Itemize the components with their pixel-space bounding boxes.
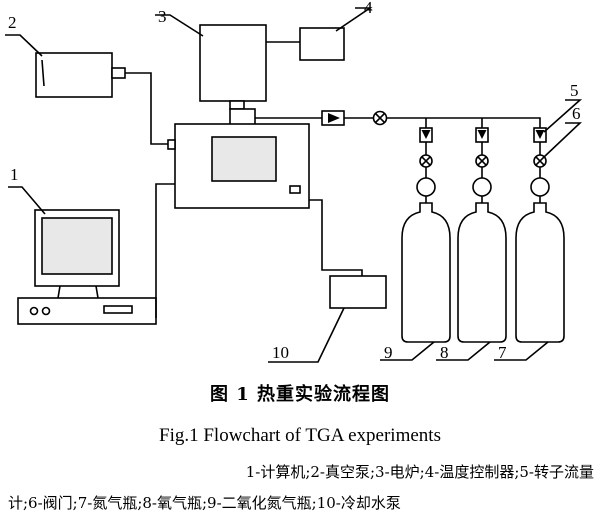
- computer-drive-slot: [103, 305, 133, 314]
- vacuum-pump-outlet: [111, 67, 126, 79]
- computer-base: [17, 297, 157, 325]
- manifold-flowmeter: [321, 110, 345, 126]
- vacuum-pump: [35, 52, 126, 98]
- caption-title-cn: 图 1 热重实验流程图: [209, 384, 391, 405]
- label-9: 9: [384, 343, 393, 362]
- furnace-connector: [229, 108, 256, 126]
- cooling-line: [309, 199, 363, 276]
- gas-branches: [425, 118, 483, 128]
- gas-cylinder-7: [515, 202, 565, 343]
- label-10: 10: [272, 343, 289, 362]
- leader-lines: [5, 7, 583, 363]
- label-4: 4: [364, 0, 373, 17]
- flowchart-diagram: 2 3 4 5 6 1 9 8 7 10: [5, 0, 583, 363]
- regulator: [530, 177, 550, 197]
- tga-analyzer: [167, 123, 310, 209]
- label-7: 7: [498, 343, 507, 362]
- regulator: [416, 177, 436, 197]
- label-5: 5: [570, 81, 579, 100]
- gas-cylinder-8: [457, 202, 507, 343]
- vacuum-line: [125, 72, 168, 145]
- manifold-valve: [372, 110, 388, 126]
- label-1: 1: [10, 165, 19, 184]
- computer: [17, 209, 157, 325]
- tga-indicator: [289, 185, 301, 194]
- label-3: 3: [158, 7, 167, 26]
- cooling-water-pump: [329, 275, 387, 309]
- tga-port: [167, 139, 176, 150]
- computer-button-1: [29, 306, 39, 316]
- tga-display: [211, 136, 277, 182]
- caption-title-en: Fig.1 Flowchart of TGA experiments: [159, 425, 441, 446]
- vacuum-pump-mark: [41, 59, 45, 87]
- computer-cable: [155, 183, 175, 318]
- label-8: 8: [440, 343, 449, 362]
- cylinder-branch-9: [380, 127, 451, 361]
- electric-furnace: [199, 24, 267, 126]
- cylinder-branch-8: [436, 127, 507, 361]
- connection-lines: [125, 41, 541, 318]
- vacuum-pump-box: [35, 52, 113, 98]
- regulator: [472, 177, 492, 197]
- furnace-neck: [229, 100, 245, 110]
- cylinder-branch-7: [494, 127, 565, 361]
- computer-screen: [41, 217, 113, 275]
- label-6: 6: [572, 104, 581, 123]
- legend-line-2: 计;6-阀门;7-氮气瓶;8-氧气瓶;9-二氧化氮气瓶;10-冷却水泵: [8, 494, 401, 512]
- temperature-controller: [299, 27, 345, 61]
- computer-button-2: [41, 306, 51, 316]
- gas-manifold: [387, 117, 541, 128]
- monitor-stand: [57, 285, 99, 299]
- label-2: 2: [8, 13, 17, 32]
- gas-cylinder-9: [401, 202, 451, 343]
- furnace-box: [199, 24, 267, 102]
- legend-line-1: 1-计算机;2-真空泵;3-电炉;4-温度控制器;5-转子流量: [245, 463, 594, 481]
